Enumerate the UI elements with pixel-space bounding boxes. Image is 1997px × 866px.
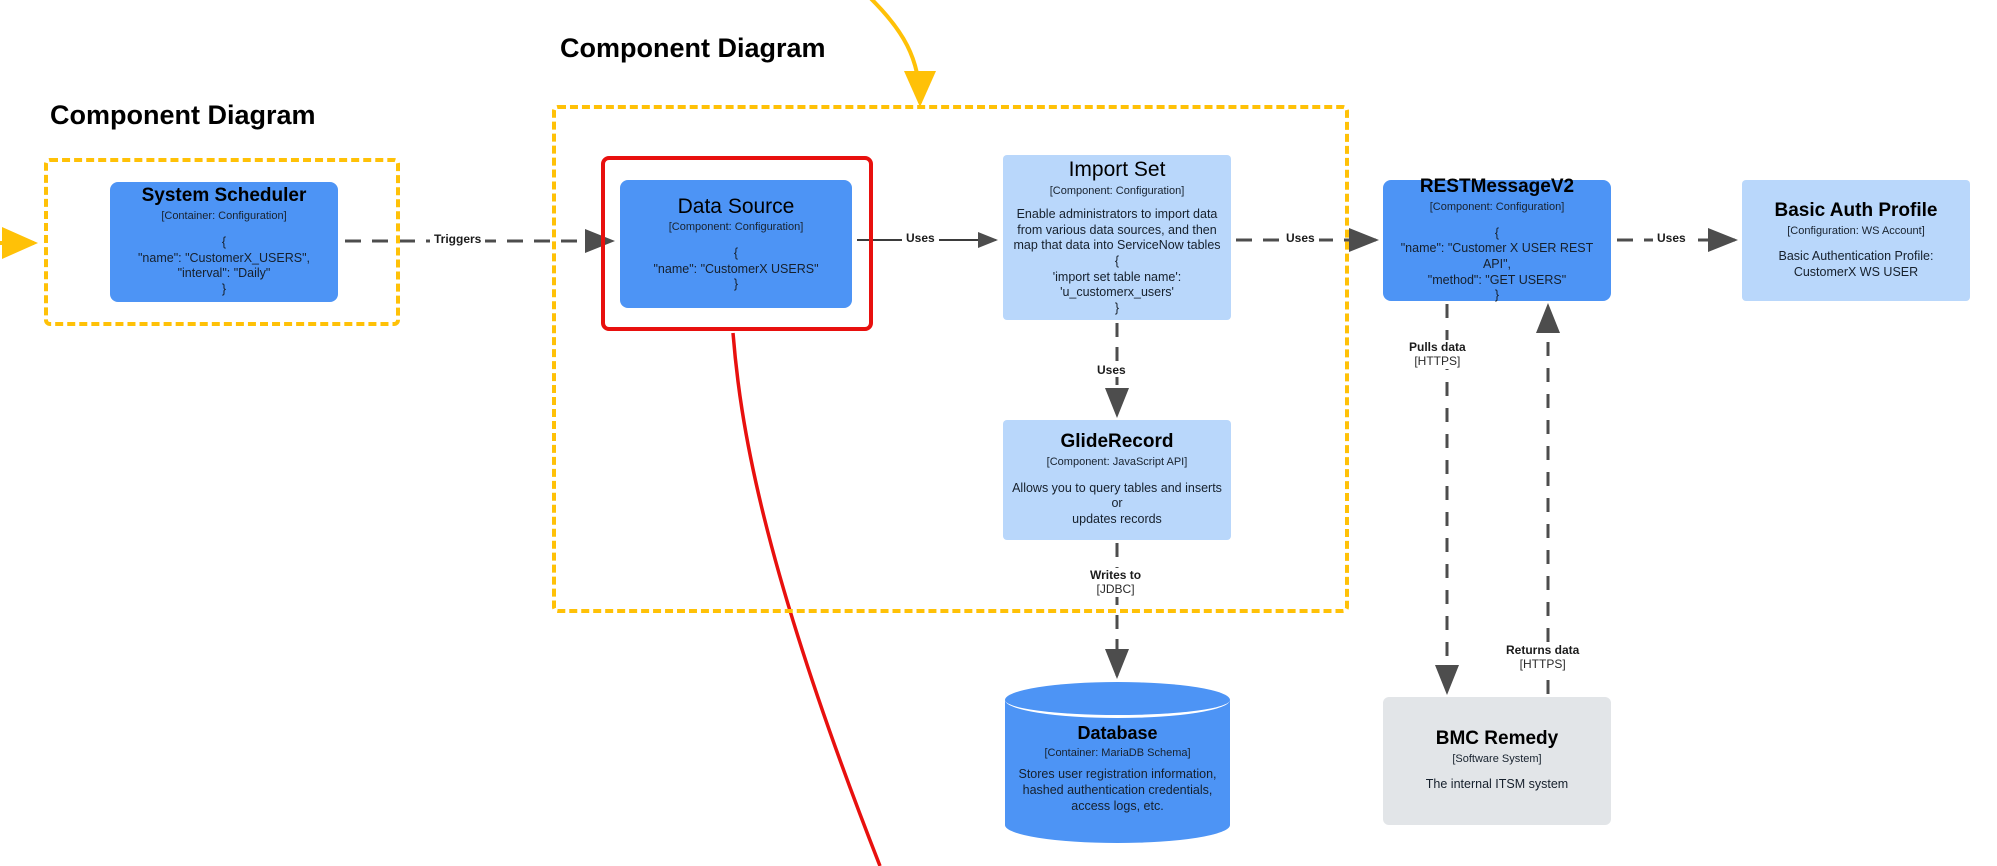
node-description: The internal ITSM system <box>1425 777 1569 792</box>
annotation-arrow-top <box>869 0 936 107</box>
node-stereotype: [Component: JavaScript API] <box>1046 456 1188 469</box>
node-bmc-remedy[interactable]: BMC Remedy [Software System] The interna… <box>1383 697 1611 825</box>
node-system-scheduler[interactable]: System Scheduler [Container: Configurati… <box>110 182 338 302</box>
node-stereotype: [Container: Configuration] <box>161 210 287 223</box>
edge-label-gliderecord-database: Writes to [JDBC] <box>1086 568 1146 597</box>
node-description: { "name": "CustomerX_USERS", "interval":… <box>138 235 310 296</box>
group-boundary-left <box>44 158 400 326</box>
node-stereotype: [Component: Configuration] <box>668 221 804 234</box>
node-data-source[interactable]: Data Source [Component: Configuration] {… <box>620 180 852 308</box>
node-title: Database <box>1077 723 1158 743</box>
edge-label-datasource-importset: Uses <box>902 231 939 246</box>
node-stereotype: [Software System] <box>1452 752 1542 765</box>
node-restmessagev2[interactable]: RESTMessageV2 [Component: Configuration]… <box>1383 176 1611 303</box>
group-title-left: Component Diagram <box>50 100 316 130</box>
node-description: Stores user registration information, ha… <box>1018 767 1217 813</box>
node-description: Enable administrators to import data fro… <box>1013 207 1221 315</box>
edge-label-triggers: Triggers <box>430 232 486 247</box>
node-stereotype: [Component: Configuration] <box>1049 184 1185 197</box>
node-import-set[interactable]: Import Set [Component: Configuration] En… <box>1003 155 1231 320</box>
node-stereotype: [Configuration: WS Account] <box>1787 224 1925 237</box>
node-title: GlideRecord <box>1060 431 1174 453</box>
node-title: Basic Auth Profile <box>1774 199 1938 221</box>
node-title: Data Source <box>677 195 795 219</box>
node-title: Import Set <box>1068 158 1166 182</box>
highlight-rect-data-source <box>601 156 873 331</box>
edge-label-remedy-returns-data: Returns data [HTTPS] <box>1502 643 1584 672</box>
edge-label-importset-rest: Uses <box>1282 231 1319 246</box>
node-description: Allows you to query tables and inserts o… <box>1012 480 1222 527</box>
database-cylinder-top <box>1005 682 1230 718</box>
node-title: System Scheduler <box>141 185 307 207</box>
node-title: BMC Remedy <box>1435 727 1559 749</box>
node-description: { "name": "CustomerX USERS" } <box>653 245 819 292</box>
node-description: { "name": "Customer X USER REST API", "m… <box>1400 225 1594 303</box>
edge-label-rest-auth: Uses <box>1653 231 1690 246</box>
node-glide-record[interactable]: GlideRecord [Component: JavaScript API] … <box>1003 420 1231 540</box>
node-basic-auth-profile[interactable]: Basic Auth Profile [Configuration: WS Ac… <box>1742 180 1970 301</box>
node-description: Basic Authentication Profile: CustomerX … <box>1778 249 1934 279</box>
edge-label-importset-gliderecord: Uses <box>1093 363 1130 378</box>
node-title: RESTMessageV2 <box>1419 176 1575 198</box>
group-title-main: Component Diagram <box>560 33 826 63</box>
group-boundary-main <box>552 105 1349 613</box>
edge-label-rest-pulls-data: Pulls data [HTTPS] <box>1405 340 1470 369</box>
node-database[interactable]: Database [Container: MariaDB Schema] Sto… <box>1005 700 1230 825</box>
node-stereotype: [Container: MariaDB Schema] <box>1044 746 1191 759</box>
node-stereotype: [Component: Configuration] <box>1429 201 1565 214</box>
